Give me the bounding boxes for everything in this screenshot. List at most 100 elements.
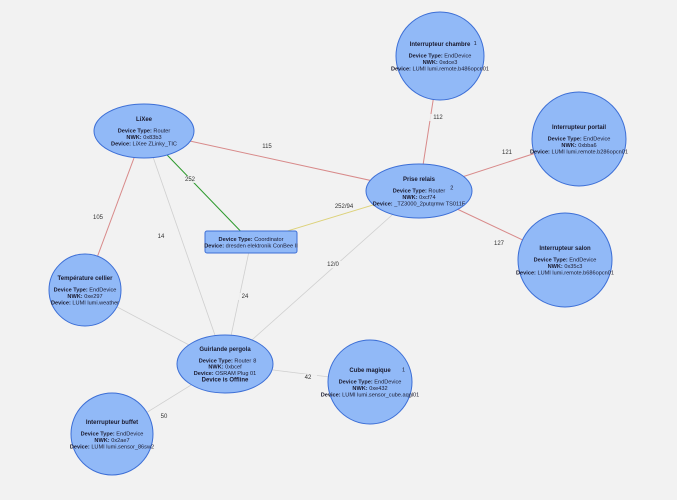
node-nwk: NWK: 0xe432 [352,386,387,392]
node-title: Interrupteur chambre [410,42,471,48]
node-device-type: Device Type: EndDevice [534,258,597,264]
field-label: Device: [70,444,90,450]
node-extra: Device is Offline [202,378,249,384]
field-label: Device: [391,66,411,72]
edge-line [143,130,226,365]
field-label: Device: [204,243,224,249]
node-shape [517,212,613,308]
edge-lixee-guirlande: 14 [143,130,226,365]
field-label: Device Type: [54,288,88,294]
node-title: Interrupteur buffet [86,420,138,426]
edge-label: 115 [262,144,272,150]
field-label: NWK: [67,294,82,300]
node-shape [48,253,122,327]
field-value: EndDevice [115,432,144,438]
node-shape [365,163,473,219]
field-label: Device: [111,141,131,147]
field-label: NWK: [208,365,223,371]
node-nwk: NWK: 0x2ae7 [94,438,129,444]
field-value: 0x83b3 [142,135,162,141]
node-device-type: Device Type: Router [393,189,446,195]
edge-label: 50 [161,414,168,420]
node-device-type: Device Type: Router [118,129,171,135]
edge-line [224,190,420,365]
edge-prise_relais-guirlande: 12/0 [224,190,420,365]
node-title: Interrupteur salon [539,246,591,252]
node-nwk: NWK: 0xe297 [67,294,102,300]
node-badge: 8 [253,359,256,365]
node-device-type: Device Type: EndDevice [548,137,611,143]
field-value: dresden elektronik ConBee II [224,243,298,249]
field-label: Device: [373,201,393,207]
node-device-type: Device Type: Coordinator [219,237,284,243]
node-nwk: NWK: 0xdce3 [423,60,458,66]
node-device: Device: LUMI lumi.sensor_cube.aqgl01 [321,392,420,398]
field-label: Device Type: [393,189,427,195]
node-device: Device: LUMI lumi.remote.b486opcn01 [391,66,489,72]
edge-label: 14 [158,234,165,240]
edge-label: 112 [433,115,443,121]
node-device-type: Device Type: EndDevice [339,380,402,386]
field-value: 0x2ae7 [110,438,130,444]
field-label: NWK: [561,143,576,149]
field-value: Router [427,189,445,195]
field-label: NWK: [548,264,563,270]
node-badge: 1 [402,368,405,374]
node-title: Température cellier [58,276,114,282]
field-value: 0xe297 [83,294,103,300]
field-value: LUMI lumi.remote.b486opcn01 [411,66,489,72]
node-device-type: Device Type: Router [199,358,252,364]
node-title: Guirlande pergola [199,347,251,353]
field-value: Router [152,129,170,135]
field-value: Router [233,358,251,364]
field-value: Coordinator [253,237,284,243]
field-label: Device Type: [548,137,582,143]
field-label: Device Type: [339,380,373,386]
field-value: LiXee ZLinky_TIC [131,141,177,147]
node-shape [531,91,627,187]
node-device-type: Device Type: EndDevice [81,432,144,438]
field-value: 0x35c3 [563,264,583,270]
node-shape [395,11,485,101]
field-label: Device Type: [118,129,152,135]
node-device: Device: OSRAM Plug 01 [194,371,257,377]
node-device: Device: LiXee ZLinky_TIC [111,141,177,147]
node-nwk: NWK: 0x83b3 [126,135,161,141]
node-device: Device: dresden elektronik ConBee II [204,243,298,249]
field-value: LUMI lumi.weather [71,300,119,306]
node-shape [327,339,413,425]
field-value: EndDevice [568,258,597,264]
field-value: EndDevice [582,137,611,143]
node-nwk: NWK: 0xbcef [208,365,242,371]
field-label: NWK: [402,195,417,201]
field-label: Device Type: [199,358,233,364]
field-label: NWK: [94,438,109,444]
field-value: OSRAM Plug 01 [214,371,257,377]
field-label: Device: [530,149,550,155]
field-label: Device: [321,392,341,398]
field-label: Device Type: [534,258,568,264]
node-device: Device: LUMI lumi.sensor_86sw2 [70,444,154,450]
node-nwk: NWK: 0xcf74 [402,195,435,201]
field-value: LUMI lumi.sensor_86sw2 [90,444,154,450]
node-badge: 1 [474,41,477,47]
field-label: NWK: [423,60,438,66]
node-nwk: NWK: 0x35c3 [548,264,583,270]
field-value: LUMI lumi.remote.b286opcn01 [550,149,628,155]
field-label: Device Type: [81,432,115,438]
field-value: 0xbcef [224,365,242,371]
field-value: EndDevice [443,54,472,60]
node-badge: 2 [450,186,453,192]
node-shape [93,103,195,159]
